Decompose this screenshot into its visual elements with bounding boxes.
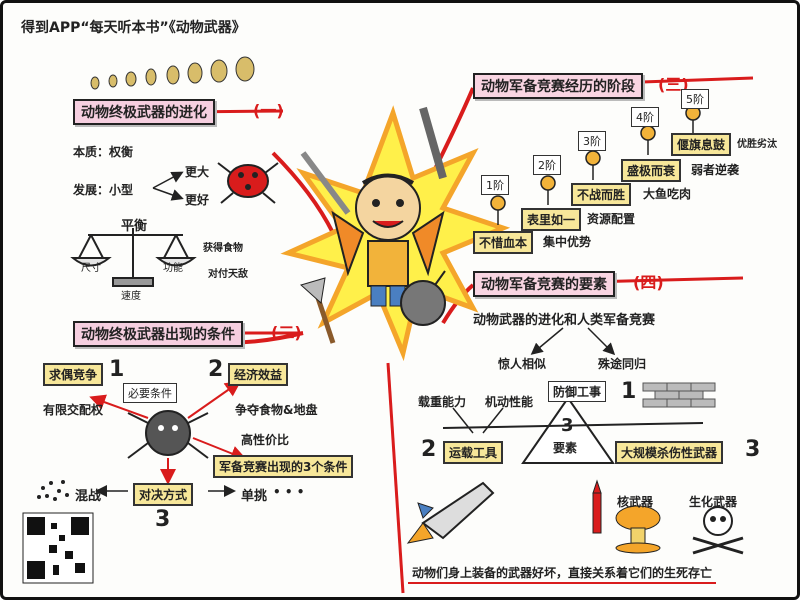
sword-icon <box>300 151 351 215</box>
nuclear-cloud-icon <box>615 505 661 554</box>
beetle-icon <box>217 162 279 204</box>
section1-heading: 动物终极武器的进化 <box>73 99 215 125</box>
s2-number-2: 2 <box>208 357 224 382</box>
wmd-box: 大规模杀伤性武器 <box>615 441 724 464</box>
balance-scale-icon <box>70 228 197 287</box>
similar-label: 惊人相似 <box>498 357 547 371</box>
stage2-label: 2阶 <box>533 155 561 175</box>
carry-capacity-label: 载重能力 <box>418 395 467 409</box>
same-goal-label: 殊途同归 <box>598 357 647 371</box>
defense-box: 防御工事 <box>548 381 607 402</box>
bomb-icon <box>400 280 446 326</box>
section3-heading: 动物军备竞赛经历的阶段 <box>473 73 643 99</box>
skull-icon <box>692 506 744 555</box>
armored-beetle-icon <box>127 410 209 459</box>
food-label: 获得食物 <box>203 243 243 254</box>
s3-left-box: 不战而胜 <box>571 183 632 206</box>
better-label: 更好 <box>185 193 210 207</box>
section1-number: (一) <box>253 101 284 120</box>
s3-right-label: 大鱼吃肉 <box>643 187 692 201</box>
s2-left-box: 表里如一 <box>521 208 582 231</box>
ellipsis: • • • <box>273 485 305 499</box>
s4-number-1: 1 <box>621 379 637 404</box>
triangle-elements: 要素 <box>553 441 578 455</box>
missile-icon <box>592 479 602 534</box>
section4-heading: 动物军备竞赛的要素 <box>473 271 615 297</box>
branch-line-5 <box>386 362 405 594</box>
high-ratio-label: 高性价比 <box>241 433 290 447</box>
section4-subtitle: 动物武器的进化和人类军备竞赛 <box>473 313 656 328</box>
scale-right-label: 功能 <box>163 263 183 274</box>
section2-number: (二) <box>271 323 302 342</box>
stage1-label: 1阶 <box>481 175 509 195</box>
mobility-label: 机动性能 <box>485 395 534 409</box>
stage3-label: 3阶 <box>578 131 606 151</box>
melee-label: 混战 <box>75 489 102 504</box>
mate-competition-box: 求偶竞争 <box>43 363 104 386</box>
stage5-label: 5阶 <box>681 89 709 109</box>
elements-triangle <box>521 396 615 464</box>
section4-number: (四) <box>633 273 664 292</box>
branch-line-1 <box>271 151 335 234</box>
single-combat-label: 单挑 <box>241 489 268 504</box>
s2-number-3: 3 <box>155 507 171 532</box>
biochem-label: 生化武器 <box>689 495 738 509</box>
stage4-label: 4阶 <box>631 107 659 127</box>
footprint-icons <box>90 56 255 90</box>
triangle-three: 3 <box>561 415 574 436</box>
melee-dots-icon <box>37 480 69 501</box>
duel-mode-box: 对决方式 <box>133 483 194 506</box>
section2-heading: 动物终极武器出现的条件 <box>73 321 243 347</box>
scale-base-label: 速度 <box>121 291 141 302</box>
s2-number-1: 1 <box>109 357 125 382</box>
enemy-label: 对付天敌 <box>208 269 248 280</box>
s5-right-label: 优胜劣汰 <box>737 139 777 150</box>
qr-code-icon <box>22 512 94 584</box>
compete-food-label: 争夺食物&地盘 <box>235 403 318 417</box>
conclusion-text: 动物们身上装备的武器好坏，直接关系着它们的生死存亡 <box>408 563 717 584</box>
essence-label: 本质：权衡 <box>73 145 134 159</box>
stage-figures <box>490 105 701 225</box>
development-label: 发展：小型 <box>73 183 134 197</box>
section3-number: (三) <box>658 75 689 94</box>
necessary-condition-box: 必要条件 <box>123 383 177 403</box>
scale-left-label: 尺寸 <box>81 263 101 274</box>
limited-mating-label: 有限交配权 <box>43 403 104 417</box>
warrior-icon <box>355 175 421 241</box>
scale-top-label: 平衡 <box>121 219 148 234</box>
s1-left-box: 不惜血本 <box>473 231 534 254</box>
s4-number-3: 3 <box>745 437 761 462</box>
economic-benefit-box: 经济效益 <box>228 363 289 386</box>
brick-wall-icon <box>642 382 716 408</box>
s4-right-label: 弱者逆袭 <box>691 163 740 177</box>
page-title: 得到APP“每天听本书”《动物武器》 <box>21 20 246 36</box>
rocket-icon <box>406 481 495 544</box>
s4-left-box: 盛极而衰 <box>621 159 682 182</box>
nuclear-label: 核武器 <box>617 495 654 509</box>
transport-box: 运载工具 <box>443 441 504 464</box>
bigger-label: 更大 <box>185 165 210 179</box>
three-conditions-box: 军备竞赛出现的3个条件 <box>213 455 354 478</box>
s5-left-box: 偃旗息鼓 <box>671 133 732 156</box>
s2-right-label: 资源配置 <box>587 212 636 226</box>
s4-number-2: 2 <box>421 437 437 462</box>
s1-right-label: 集中优势 <box>543 235 592 249</box>
gun-icon <box>419 106 447 180</box>
